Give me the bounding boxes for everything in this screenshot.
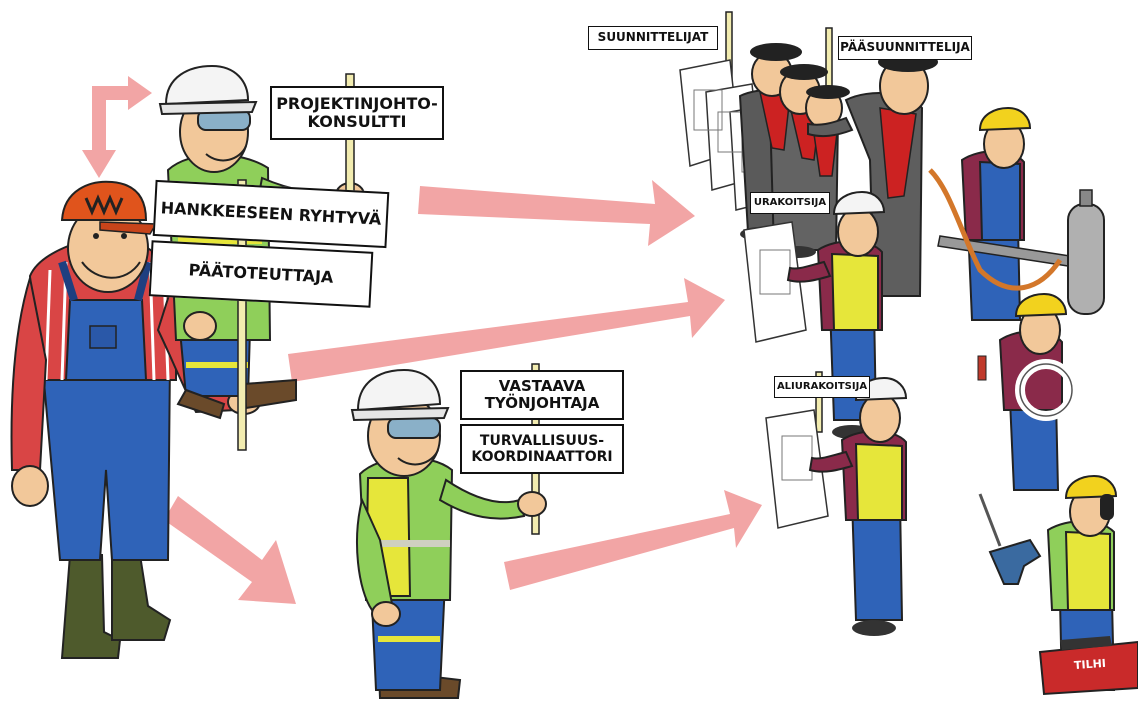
arrow-loop-icon: [82, 76, 152, 178]
sign-projektinjohtokonsultti: PROJEKTINJOHTO- KONSULTTI: [270, 86, 444, 140]
toolbox: [1038, 636, 1138, 696]
toolbox-label: TILHI: [1073, 656, 1107, 673]
arrow-to-subcontractor-icon: [504, 490, 762, 590]
sign-vastaava-tyonjohtaja: VASTAAVA TYÖNJOHTAJA: [460, 370, 624, 420]
supervisor-figure: [350, 368, 547, 699]
designers-group: [679, 43, 938, 297]
sign-aliurakoitsija: ALIURAKOITSIJA: [774, 376, 870, 398]
electrician-figure: [977, 292, 1077, 491]
arrows: [82, 76, 762, 604]
sign-paasuunnittelija: PÄÄSUUNNITTELIJA: [838, 36, 972, 60]
contractor-figure: [743, 190, 886, 439]
arrow-to-contractor-icon: [288, 278, 725, 382]
sign-paatoteuttaja: PÄÄTOTEUTTAJA: [148, 240, 374, 308]
welder-figure: [928, 106, 1105, 321]
sign-turvallisuuskoordinaattori: TURVALLISUUS- KOORDINAATTORI: [460, 424, 624, 474]
brand-logo-icon: [84, 194, 124, 216]
sign-suunnittelijat: SUUNNITTELIJAT: [588, 26, 718, 50]
arrow-to-designers-icon: [418, 180, 695, 246]
subcontractor-figure: [765, 376, 908, 636]
arrow-to-supervisor-icon: [164, 496, 296, 604]
drill-icon: [988, 538, 1042, 585]
owner-figure: [10, 180, 261, 659]
sign-urakoitsija: URAKOITSIJA: [750, 192, 830, 214]
